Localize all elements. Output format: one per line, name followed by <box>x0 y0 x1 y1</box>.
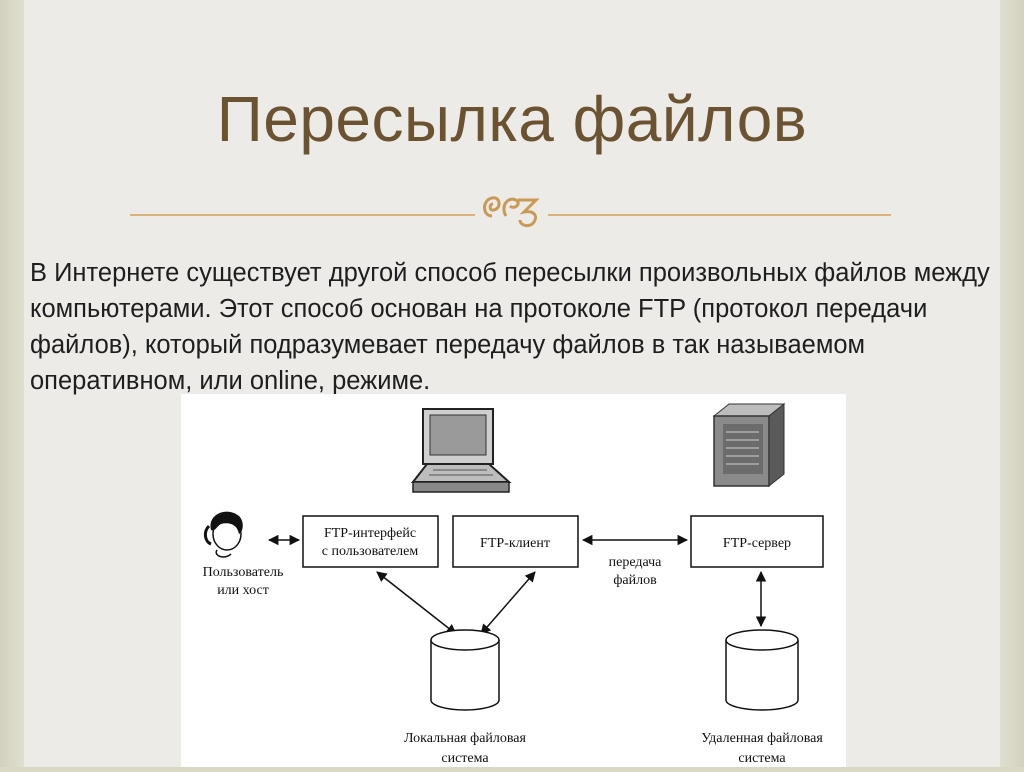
client-fs-arrow <box>480 571 536 635</box>
local-fs-label-line2: система <box>441 751 489 766</box>
ftp-diagram-svg: Пользователь или хост FTP-интерфейс с по… <box>203 402 824 766</box>
slide-border-right <box>1000 0 1024 767</box>
title-rule-right <box>548 214 891 216</box>
ornament-icon <box>478 186 548 238</box>
transfer-label-line2: файлов <box>613 573 657 588</box>
slide-title: Пересылка файлов <box>216 83 808 155</box>
interface-fs-arrow <box>376 571 457 635</box>
remote-fs-label-line2: система <box>738 751 786 766</box>
server-icon <box>712 402 786 488</box>
ftp-interface-label: FTP-интерфейс <box>324 526 416 541</box>
laptop-icon <box>410 408 512 493</box>
ftp-server-label: FTP-сервер <box>723 536 791 551</box>
ftp-client-label: FTP-клиент <box>480 536 550 551</box>
remote-fs-label: Удаленная файловая <box>701 731 823 746</box>
ornament-swirl-icon <box>483 196 540 228</box>
slide-body-text: В Интернете существует другой способ пер… <box>30 259 990 395</box>
ftp-client-box: FTP-клиент <box>452 515 579 568</box>
ftp-diagram: Пользователь или хост FTP-интерфейс с по… <box>181 394 846 767</box>
transfer-label: передача <box>609 555 663 570</box>
local-fs-cylinder <box>430 629 500 711</box>
remote-fs-cylinder <box>725 629 799 711</box>
ftp-server-box: FTP-сервер <box>690 515 824 568</box>
ftp-interface-box: FTP-интерфейс с пользователем <box>302 515 439 568</box>
local-fs-label: Локальная файловая <box>404 731 526 746</box>
user-head-icon <box>203 511 243 558</box>
title-rule-left <box>130 214 475 216</box>
user-label-line2: или хост <box>217 583 269 598</box>
ftp-interface-label-line2: с пользователем <box>322 544 419 559</box>
slide-border-left <box>0 0 24 767</box>
user-label: Пользователь <box>203 565 284 580</box>
